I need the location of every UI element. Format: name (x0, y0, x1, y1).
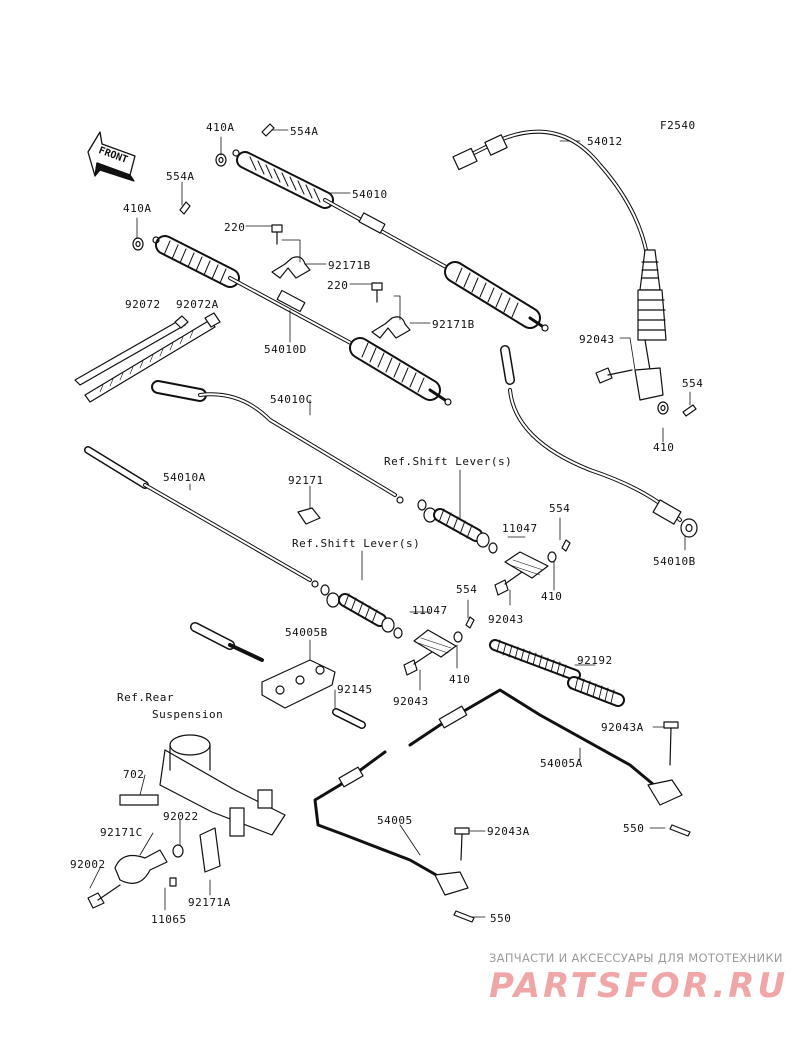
part-label-92171B: 92171B (432, 318, 475, 331)
part-label-54010: 54010 (352, 188, 388, 201)
washers-410-icon (453, 551, 557, 643)
part-label-92171B: 92171B (328, 259, 371, 272)
rear-suspension-bracket-icon (119, 734, 286, 837)
part-label-92072A: 92072A (176, 298, 219, 311)
figure-code: F2540 (660, 119, 696, 132)
spring-set-lower-icon (320, 584, 403, 639)
front-arrow-icon: FRONT (87, 131, 136, 182)
part-label-220: 220 (224, 221, 246, 234)
washer-410-icon (657, 401, 669, 415)
cable-54010B (500, 345, 698, 538)
part-label-92022: 92022 (163, 810, 199, 823)
part-label-54010A: 54010A (163, 471, 206, 484)
pin-11065-icon (169, 877, 177, 887)
cable-54010 (232, 149, 549, 332)
cable-54012 (452, 129, 667, 401)
suspension-label: Suspension (152, 708, 224, 721)
pin-92043A-icon (454, 721, 679, 861)
part-label-54010D: 54010D (264, 343, 307, 356)
cable-54010C (151, 380, 404, 504)
bracket-92171A-icon (199, 827, 221, 873)
part-label-92145: 92145 (337, 683, 373, 696)
part-label-554: 554 (456, 583, 478, 596)
boots-92192-icon (489, 639, 625, 707)
part-label-410: 410 (449, 673, 471, 686)
part-label-220: 220 (327, 279, 349, 292)
ref-shift-lever-label: Ref.Shift Lever(s) (292, 537, 421, 550)
part-label-54005: 54005 (377, 814, 413, 827)
part-label-92072: 92072 (125, 298, 161, 311)
part-label-11065: 11065 (151, 913, 187, 926)
ref-rear-label: Ref.Rear (117, 691, 174, 704)
part-label-92171: 92171 (288, 474, 324, 487)
part-label-92043: 92043 (488, 613, 524, 626)
part-label-550: 550 (623, 822, 645, 835)
part-label-92043: 92043 (393, 695, 429, 708)
part-label-54005A: 54005A (540, 757, 583, 770)
part-label-92192: 92192 (577, 654, 613, 667)
part-label-92171C: 92171C (100, 826, 143, 839)
cable-tie-92072A-icon (84, 312, 221, 403)
cotter-pin-554A-icon (179, 123, 275, 215)
part-label-554: 554 (549, 502, 571, 515)
pin-92043-icon (595, 367, 633, 384)
part-label-54010B: 54010B (653, 555, 696, 568)
watermark-tagline: ЗАПЧАСТИ И АКСЕССУАРЫ ДЛЯ МОТОТЕХНИКИ (489, 951, 783, 965)
part-label-92002: 92002 (70, 858, 106, 871)
watermark-logo: PARTSFOR.RU (489, 966, 789, 1006)
part-label-410A: 410A (123, 202, 152, 215)
part-label-54005B: 54005B (285, 626, 328, 639)
part-label-410A: 410A (206, 121, 235, 134)
part-label-54010C: 54010C (270, 393, 313, 406)
part-label-410: 410 (541, 590, 563, 603)
bolt-220-icon (271, 224, 383, 303)
cable-54010A (84, 446, 319, 588)
spring-set-upper-icon (417, 499, 498, 554)
bolt-92002-icon (87, 884, 121, 909)
cable-54005B (190, 622, 336, 709)
clip-92171-icon (297, 507, 321, 525)
washer-410A-icon (132, 153, 227, 251)
ref-shift-lever-label: Ref.Shift Lever(s) (384, 455, 513, 468)
cotter-pin-554-icon (682, 404, 697, 417)
part-label-11047: 11047 (502, 522, 538, 535)
part-label-11047: 11047 (412, 604, 448, 617)
cotter-pin-550-icon (453, 824, 691, 923)
part-label-92171A: 92171A (188, 896, 231, 909)
cable-tie-92072-icon (74, 315, 189, 386)
cable-54005A (408, 688, 683, 806)
cotter-pins-554-icon (465, 539, 571, 629)
leader-lines (89, 129, 691, 918)
part-label-702: 702 (123, 768, 145, 781)
part-label-410: 410 (653, 441, 675, 454)
clamp-92171B-icon (271, 256, 411, 339)
spring-92145-icon (332, 708, 366, 729)
part-label-92043: 92043 (579, 333, 615, 346)
part-label-554: 554 (682, 377, 704, 390)
part-label-554A: 554A (166, 170, 195, 183)
part-label-92043A: 92043A (601, 721, 644, 734)
pins-92043-icon (403, 571, 523, 676)
part-label-92043A: 92043A (487, 825, 530, 838)
part-label-554A: 554A (290, 125, 319, 138)
part-label-550: 550 (490, 912, 512, 925)
cable-54005 (313, 750, 469, 896)
lever-92171C-icon (114, 849, 168, 884)
cable-54010D (152, 235, 452, 406)
part-label-54012: 54012 (587, 135, 623, 148)
washer-92022-icon (172, 844, 184, 858)
